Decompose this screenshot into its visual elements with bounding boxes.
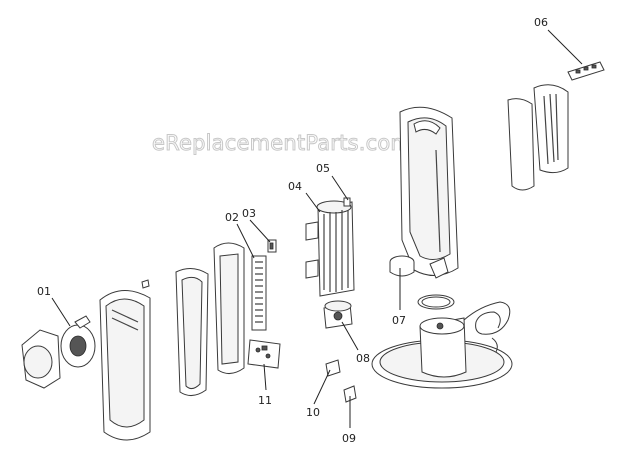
callout-10: 10 [306, 406, 320, 419]
part-02-grill-strip [251, 255, 267, 331]
callout-07: 07 [392, 314, 406, 327]
callout-03: 03 [242, 207, 256, 220]
gasket-ring [417, 294, 455, 310]
callout-02: 02 [225, 211, 239, 224]
part-08-motor [323, 300, 353, 329]
part-06-remote [567, 61, 605, 81]
watermark-text: eReplacementParts.com [152, 131, 411, 155]
callout-04: 04 [288, 180, 302, 193]
callout-01: 01 [37, 285, 51, 298]
callout-09: 09 [342, 432, 356, 445]
callout-05: 05 [316, 162, 330, 175]
part-03-clip [267, 239, 277, 253]
callout-11: 11 [258, 394, 272, 407]
front-cover-panel [175, 268, 209, 396]
part-09-clip [343, 385, 357, 403]
callout-08: 08 [356, 352, 370, 365]
rear-grill-panel [507, 84, 569, 191]
rear-housing-panel [99, 279, 151, 441]
part-04-blower-fan [305, 200, 355, 297]
part-01-motor-housing [21, 315, 96, 389]
part-11-circuit-board [247, 339, 281, 369]
callout-labels: 01 02 03 04 05 06 07 08 09 10 11 [37, 16, 548, 445]
main-tower-housing [399, 106, 459, 276]
leader-lines [51, 29, 583, 428]
base-assembly [371, 301, 513, 389]
part-11-inner-frame [213, 242, 245, 374]
callout-06: 06 [534, 16, 548, 29]
part-07-cap [389, 255, 449, 279]
